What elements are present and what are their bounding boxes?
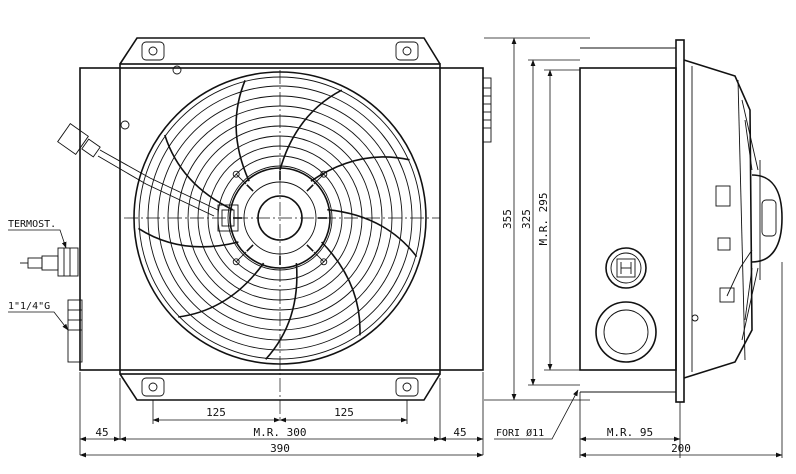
side-fan-blades [741, 99, 759, 341]
side-flange [675, 39, 685, 403]
dim-fan-offset-left: 125 [206, 406, 226, 419]
dim-shroud-height: 325 [520, 209, 533, 229]
front-view [20, 37, 492, 420]
top-flange [119, 37, 441, 65]
fan-blade [321, 241, 361, 336]
fan-blade [327, 208, 418, 258]
side-fan-housing [683, 59, 753, 379]
fan-cable [57, 123, 219, 217]
side-motor [751, 160, 783, 280]
mounting-holes [141, 41, 419, 397]
dim-overall-width: 390 [270, 442, 290, 455]
side-core [579, 67, 677, 371]
bottom-flange [119, 373, 441, 401]
fan-blade [178, 262, 265, 318]
right-fitting [482, 77, 492, 143]
dim-overall-height: 355 [501, 209, 514, 229]
strut-screw-icon [232, 258, 240, 266]
side-port-large [595, 301, 657, 363]
label-thermostat: TERMOST. [8, 219, 56, 230]
hub-slot [246, 184, 254, 192]
hub-slot [306, 244, 314, 252]
label-thread: 1"1/4"G [8, 301, 50, 312]
dim-mounting-width: M.R. 300 [254, 426, 307, 439]
fan-blade [279, 89, 343, 171]
dimensions: 125 125 45 M.R. 300 45 390 355 325 M.R. … [8, 37, 783, 458]
radiator-core [79, 67, 484, 371]
fan-blade [265, 263, 298, 360]
label-holes: FORI Ø11 [496, 427, 544, 439]
side-view [579, 39, 783, 403]
fan-blade [137, 227, 239, 248]
dim-mounting-depth: M.R. 95 [607, 426, 653, 439]
dim-margin-left: 45 [95, 426, 108, 439]
fan-blade [235, 79, 250, 182]
fan-blade [164, 134, 234, 211]
screw-icon [691, 314, 699, 322]
strut-screw-icon [320, 258, 328, 266]
dim-fan-offset-right: 125 [334, 406, 354, 419]
dim-margin-right: 45 [453, 426, 466, 439]
screw-icon [172, 65, 182, 75]
screw-icon [120, 120, 130, 130]
dim-mounting-height: M.R. 295 [537, 193, 550, 246]
side-port-small [605, 247, 647, 289]
dim-overall-depth: 200 [671, 442, 691, 455]
side-connector [715, 185, 753, 303]
hub-slot [246, 244, 254, 252]
hub-slot [306, 184, 314, 192]
strut-screw-icon [232, 170, 240, 178]
thread-fitting [67, 299, 83, 363]
strut-screw-icon [320, 170, 328, 178]
thermostat-assembly [20, 247, 79, 277]
